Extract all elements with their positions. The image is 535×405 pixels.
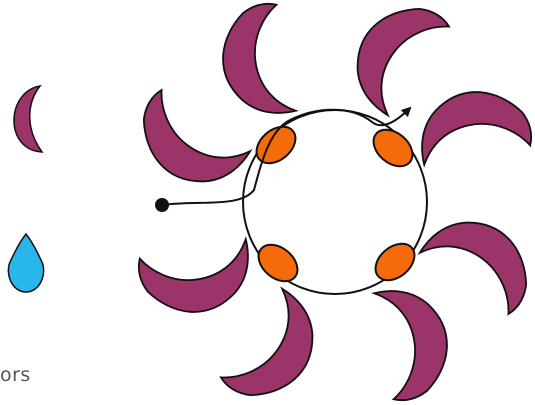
orange-oval	[369, 236, 422, 287]
crescent-petal	[339, 0, 451, 123]
crescent-petal	[218, 281, 330, 405]
orange-oval	[252, 237, 305, 288]
crescent-petal	[412, 204, 535, 316]
start-dot	[155, 198, 169, 212]
crescent-petal	[357, 275, 463, 405]
crescent-petal	[406, 76, 535, 182]
crescent-petal	[134, 222, 264, 328]
orange-oval	[367, 122, 420, 173]
orange-ovals	[250, 119, 422, 288]
legend-crescent-icon	[14, 86, 42, 152]
orange-oval	[250, 119, 303, 170]
crescent-petal	[126, 87, 258, 199]
legend-droplet-icon	[8, 234, 43, 292]
crescent-petal	[207, 0, 313, 129]
legend-label-partial: ors	[0, 364, 31, 386]
